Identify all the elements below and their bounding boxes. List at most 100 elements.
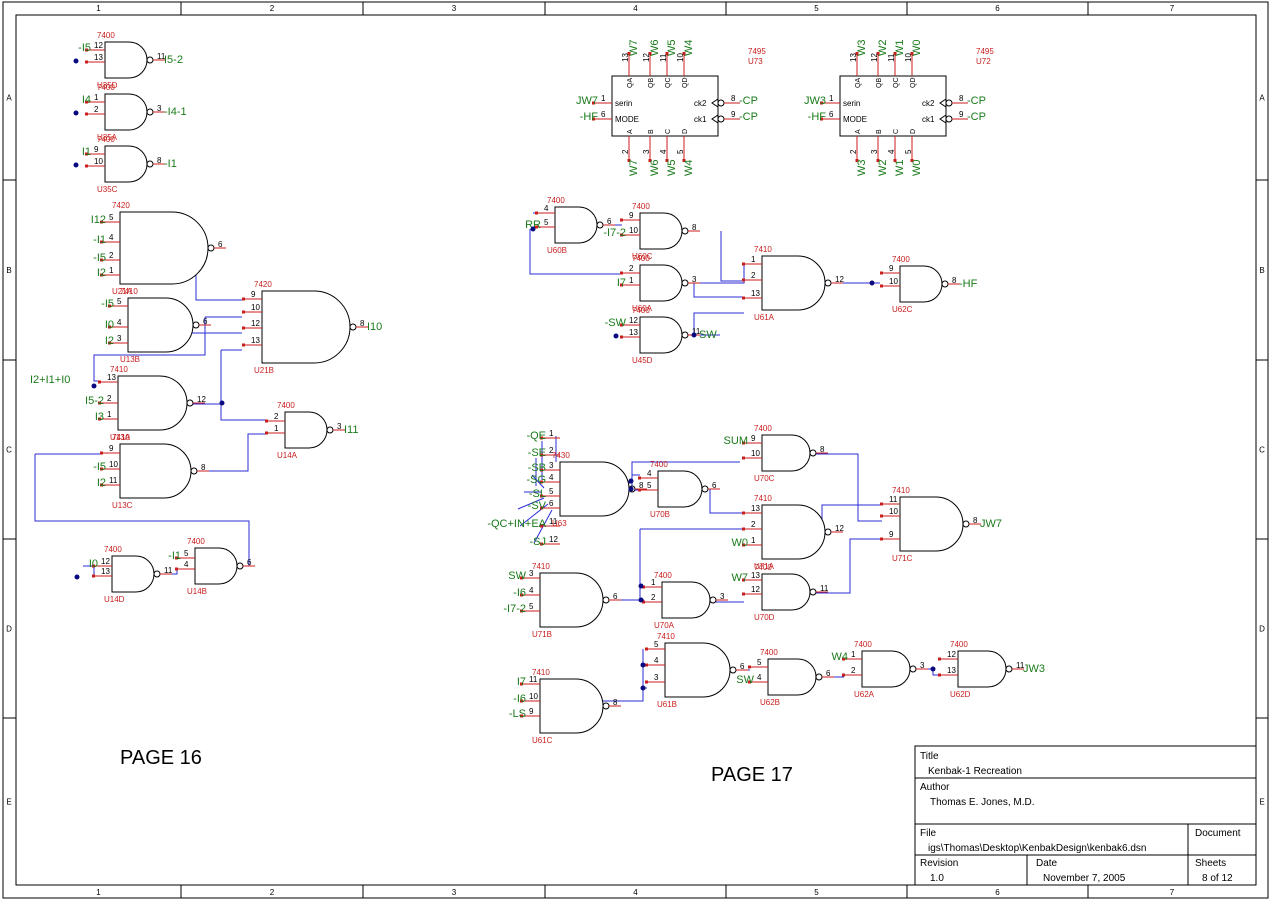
input-pin-number: 12 bbox=[101, 557, 110, 566]
wire bbox=[517, 491, 553, 544]
gate-part-number: 7410 bbox=[754, 245, 772, 254]
nand-gate-body bbox=[539, 678, 604, 734]
gate-part-number: 7400 bbox=[650, 460, 668, 469]
pin-end bbox=[85, 48, 88, 52]
left-pin-number: 1 bbox=[601, 94, 606, 103]
inversion-bubble bbox=[146, 160, 154, 168]
right-net-label: -CP bbox=[739, 111, 758, 123]
input-net-label: W7 bbox=[732, 572, 749, 584]
border-column-label-bottom: 7 bbox=[1170, 888, 1175, 897]
input-pin-number: 3 bbox=[549, 461, 554, 470]
bottom-net-label: W3 bbox=[856, 160, 868, 177]
pin-end bbox=[682, 159, 686, 162]
author-value: Thomas E. Jones, M.D. bbox=[930, 797, 1034, 808]
input-pin-number: 13 bbox=[101, 567, 110, 576]
input-pin-number: 1 bbox=[94, 93, 99, 102]
input-pin-number: 10 bbox=[889, 277, 898, 286]
gate-part-number: 7410 bbox=[112, 433, 130, 442]
right-pin-name: ck1 bbox=[922, 115, 935, 124]
pin-end bbox=[242, 297, 245, 301]
pin-end bbox=[820, 101, 823, 105]
pin-end bbox=[665, 52, 669, 55]
input-pin-number: 5 bbox=[184, 549, 189, 558]
inversion-bubble bbox=[701, 485, 709, 493]
pin-end bbox=[100, 273, 103, 277]
gate-part-number: 7400 bbox=[97, 31, 115, 40]
inversion-bubble bbox=[190, 467, 198, 475]
input-net-label: -I7-2 bbox=[503, 603, 526, 615]
right-pin-name: ck1 bbox=[694, 115, 707, 124]
top-pin-name: QB bbox=[648, 78, 655, 88]
input-pin-number: 5 bbox=[757, 658, 762, 667]
inversion-bubble bbox=[962, 520, 970, 528]
pin-end bbox=[642, 600, 645, 604]
bottom-pin-number: 4 bbox=[887, 149, 896, 154]
pin-end bbox=[98, 380, 101, 384]
input-pin-number: 11 bbox=[889, 495, 898, 504]
nand-gate-body bbox=[661, 581, 711, 619]
output-net-label: SW bbox=[699, 329, 717, 341]
pin-end bbox=[535, 211, 538, 215]
pin-end bbox=[100, 483, 103, 487]
nand-gate-body bbox=[761, 255, 826, 311]
top-pin-name: QC bbox=[893, 78, 900, 89]
wire-junction bbox=[640, 685, 646, 691]
nand-gate-body bbox=[899, 265, 943, 303]
clock-triangle bbox=[939, 98, 947, 108]
input-pin-number: 2 bbox=[109, 251, 114, 260]
pin-end bbox=[742, 278, 745, 282]
nand-gate-body bbox=[127, 297, 194, 353]
left-net-label: -HF bbox=[808, 111, 827, 123]
pin-end bbox=[108, 304, 111, 308]
output-pin-number: 6 bbox=[218, 240, 223, 249]
gate-part-number: 7420 bbox=[254, 280, 272, 289]
inversion-bubble bbox=[729, 666, 737, 674]
output-net-label: -I1 bbox=[164, 158, 177, 170]
wire bbox=[701, 488, 744, 514]
left-pin-name: serin bbox=[843, 99, 860, 108]
gate-reference: U13A bbox=[110, 433, 131, 442]
pin-end bbox=[893, 52, 897, 55]
input-pin-number: 1 bbox=[629, 276, 634, 285]
input-pin-number: 12 bbox=[251, 319, 260, 328]
wire-junction bbox=[613, 333, 619, 339]
wire-junction bbox=[628, 486, 634, 492]
pin-end bbox=[242, 343, 245, 347]
input-net-label: -SG bbox=[526, 474, 546, 486]
gate-part-number: 7400 bbox=[97, 83, 115, 92]
bottom-pin-name: A bbox=[627, 129, 634, 134]
bottom-pin-name: D bbox=[910, 129, 917, 134]
right-net-label: -CP bbox=[967, 95, 986, 107]
bottom-net-label: W6 bbox=[649, 160, 661, 177]
input-pin-number: 10 bbox=[889, 507, 898, 516]
input-net-label: -I1 bbox=[93, 234, 106, 246]
inversion-bubble bbox=[681, 331, 689, 339]
date-caption: Date bbox=[1036, 858, 1058, 869]
left-net-label: JW3 bbox=[804, 95, 826, 107]
input-pin-number: 10 bbox=[109, 460, 118, 469]
output-pin-number: 8 bbox=[201, 463, 206, 472]
border-column-label-top: 6 bbox=[995, 4, 1000, 13]
input-pin-number: 9 bbox=[529, 707, 534, 716]
input-pin-number: 9 bbox=[889, 530, 894, 539]
pin-end bbox=[592, 117, 595, 121]
pin-end bbox=[265, 431, 268, 435]
left-net-label: JW7 bbox=[576, 95, 598, 107]
input-pin-number: 2 bbox=[274, 412, 279, 421]
pin-end bbox=[665, 159, 669, 162]
nand-gate-body bbox=[111, 555, 155, 593]
top-net-label: W6 bbox=[649, 40, 661, 57]
left-pin-number: 6 bbox=[829, 110, 834, 119]
output-net-label: JW3 bbox=[1023, 663, 1045, 675]
input-net-label: W4 bbox=[832, 651, 849, 663]
input-net-label: -SW bbox=[605, 317, 627, 329]
output-pin-number: 11 bbox=[1016, 661, 1025, 670]
input-net-label: I5-2 bbox=[85, 395, 104, 407]
pin-end bbox=[540, 468, 543, 472]
top-net-label: W1 bbox=[894, 40, 906, 57]
